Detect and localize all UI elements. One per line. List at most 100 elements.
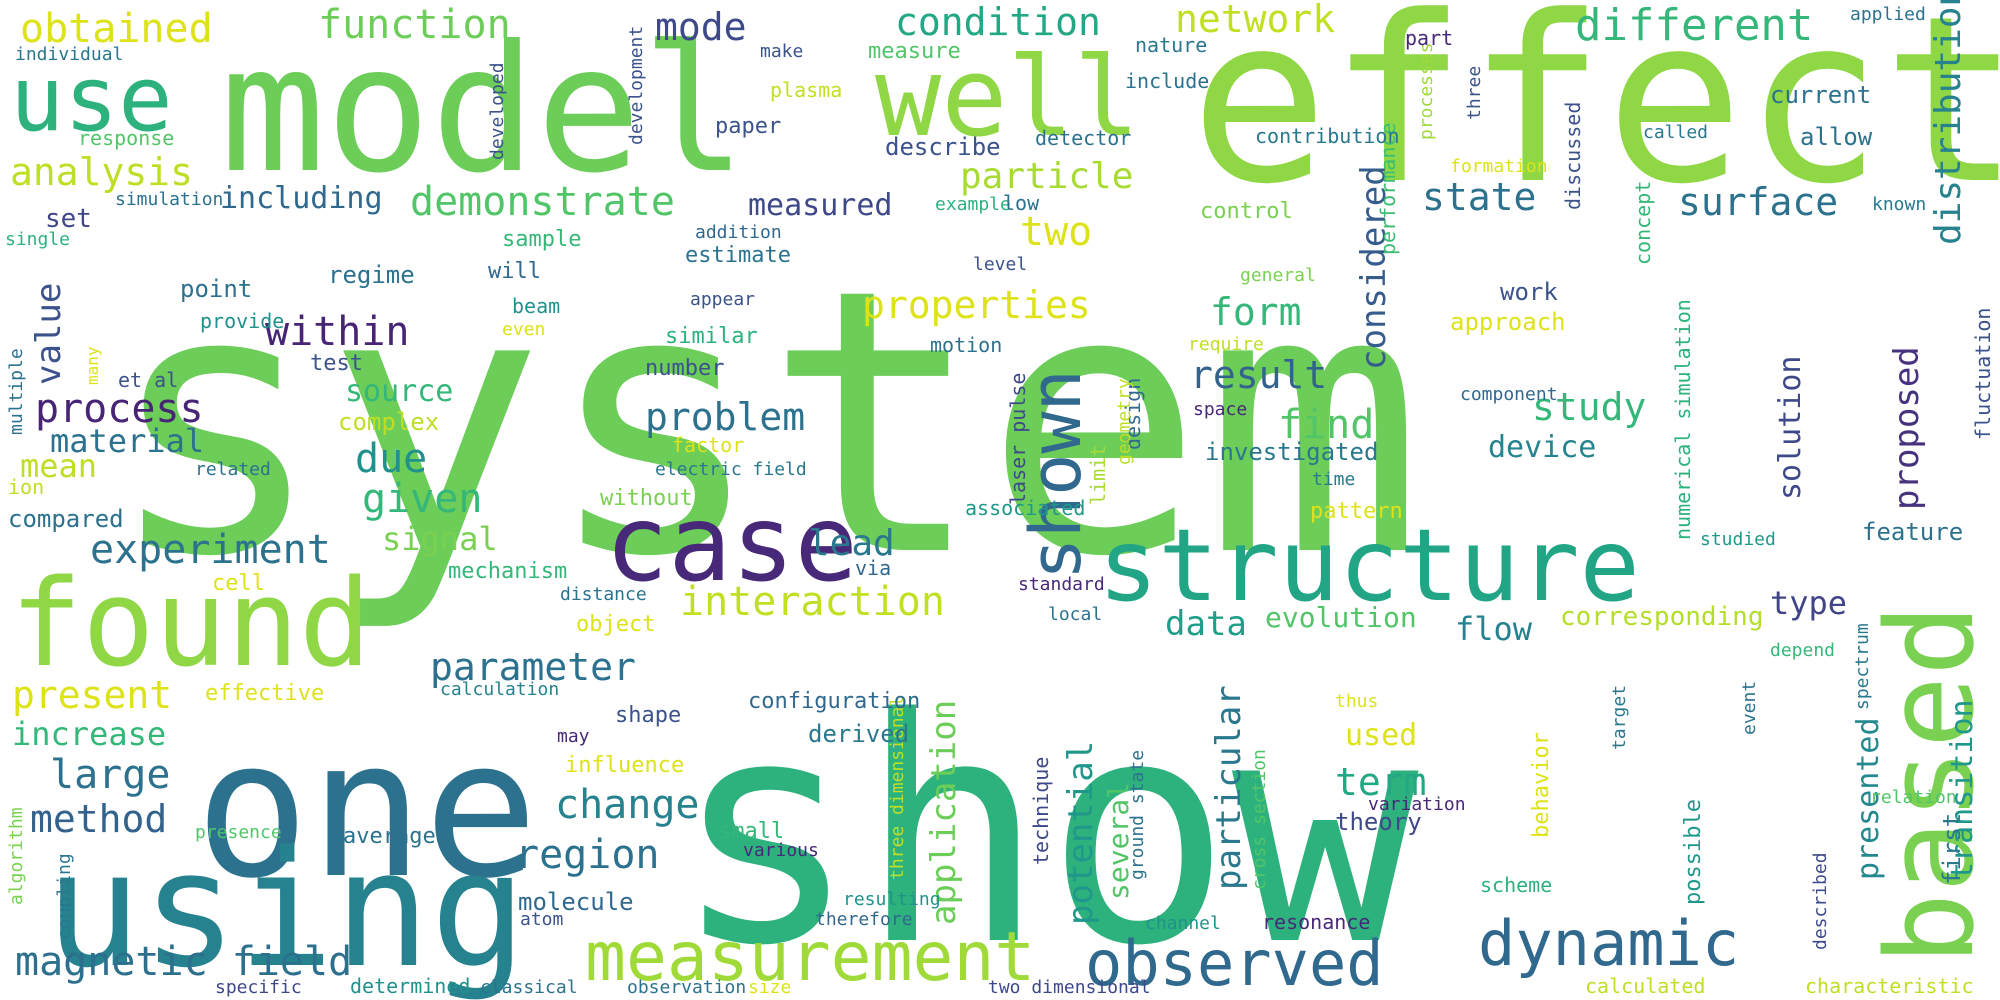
word-average: average [343,824,436,849]
word-number: number [645,356,724,381]
word-small: small [718,819,784,844]
word-potential: potential [1061,741,1101,925]
word-scheme: scheme [1480,873,1552,897]
word-provide: provide [200,309,284,333]
word-properties: properties [862,283,1091,327]
word-resulting: resulting [843,889,941,910]
word-limit: limit [1086,445,1110,505]
word-associated: associated [965,496,1085,520]
word-component: component [1460,384,1558,405]
word-addition: addition [695,222,782,243]
word-use: use [10,47,173,152]
word-point: point [180,275,252,303]
word-possible: possible [1681,799,1706,905]
word-molecule: molecule [518,888,634,916]
word-simulation: simulation [115,189,223,210]
word-shape: shape [615,703,681,728]
word-time: time [1312,469,1355,490]
word-single: single [5,229,70,250]
word-require: require [1188,334,1264,355]
word-value: value [29,283,69,385]
word-cell: cell [212,571,265,596]
word-pattern: pattern [1310,499,1403,524]
word-described: described [1810,852,1831,950]
word-find: find [1278,402,1374,448]
word-approach: approach [1450,308,1566,336]
word-presented: presented [1851,717,1886,880]
word-several: several [1102,782,1135,900]
word-evolution: evolution [1265,601,1417,634]
word-increase: increase [12,715,166,753]
word-calculated: calculated [1585,974,1705,998]
word-observed: observed [1085,927,1384,1000]
word-may: may [557,726,590,747]
word-development: development [626,26,647,145]
word-region: region [515,832,660,878]
word-configuration: configuration [748,689,920,714]
word-type: type [1770,584,1847,622]
word-atom: atom [520,909,563,930]
word-performance: performance [1376,123,1400,255]
word-ground-state: ground state [1127,750,1148,880]
word-estimate: estimate [685,243,791,268]
word-variation: variation [1368,794,1466,815]
word-via: via [855,556,891,580]
word-nature: nature [1135,33,1207,57]
word-large: large [50,752,170,798]
word-related: related [195,459,271,480]
word-different: different [1575,0,1813,51]
word-standard: standard [1018,574,1105,595]
word-analysis: analysis [10,150,193,194]
word-term: term [1335,760,1427,804]
word-given: given [362,476,482,522]
word-studied: studied [1700,529,1776,550]
word-make: make [760,41,803,62]
word-coupling: coupling [54,853,75,940]
word-plasma: plasma [770,78,842,102]
word-device: device [1488,430,1596,465]
word-measured: measured [748,188,893,223]
word-two: two [1020,209,1092,255]
word-spectrum: spectrum [1852,623,1873,710]
word-known: known [1872,194,1926,215]
word-individual: individual [15,44,123,65]
word-used: used [1345,718,1417,753]
word-applied: applied [1850,4,1926,25]
word-obtained: obtained [20,6,213,52]
word-model: model [220,9,747,212]
word-classical: classical [480,977,578,998]
word-laser-pulse: laser pulse [1006,373,1030,505]
word-data: data [1165,604,1247,644]
word-will: will [488,259,541,284]
word-event: event [1739,681,1760,735]
word-behavior: behavior [1529,732,1554,838]
word-part: part [1405,26,1453,50]
word-case: case [605,483,858,605]
word-process: process [35,386,204,432]
word-level: level [973,254,1027,275]
word-calculation: calculation [440,679,559,700]
word-study: study [1532,385,1646,429]
word-proposed: proposed [1887,346,1927,510]
word-general: general [1240,265,1316,286]
word-mean: mean [20,447,97,485]
word-three: three [1464,66,1485,120]
word-material: material [50,422,204,460]
word-form: form [1210,290,1302,334]
word-beam: beam [512,294,560,318]
word-magnetic-field: magnetic field [15,939,352,985]
word-therefore: therefore [815,909,913,930]
word-space: space [1193,399,1247,420]
word-system: system [105,212,1424,637]
word-even: even [502,319,545,340]
word-response: response [78,126,174,150]
word-discussed: discussed [1561,102,1585,210]
word-found: found [10,555,371,694]
word-dynamic: dynamic [1478,907,1739,980]
word-object: object [576,612,655,637]
word-fluctuation: fluctuation [1971,308,1995,440]
word-parameter: parameter [430,645,636,689]
word-based: based [1862,604,2000,965]
word-electric-field: electric field [655,459,807,480]
word-application: application [924,700,964,925]
